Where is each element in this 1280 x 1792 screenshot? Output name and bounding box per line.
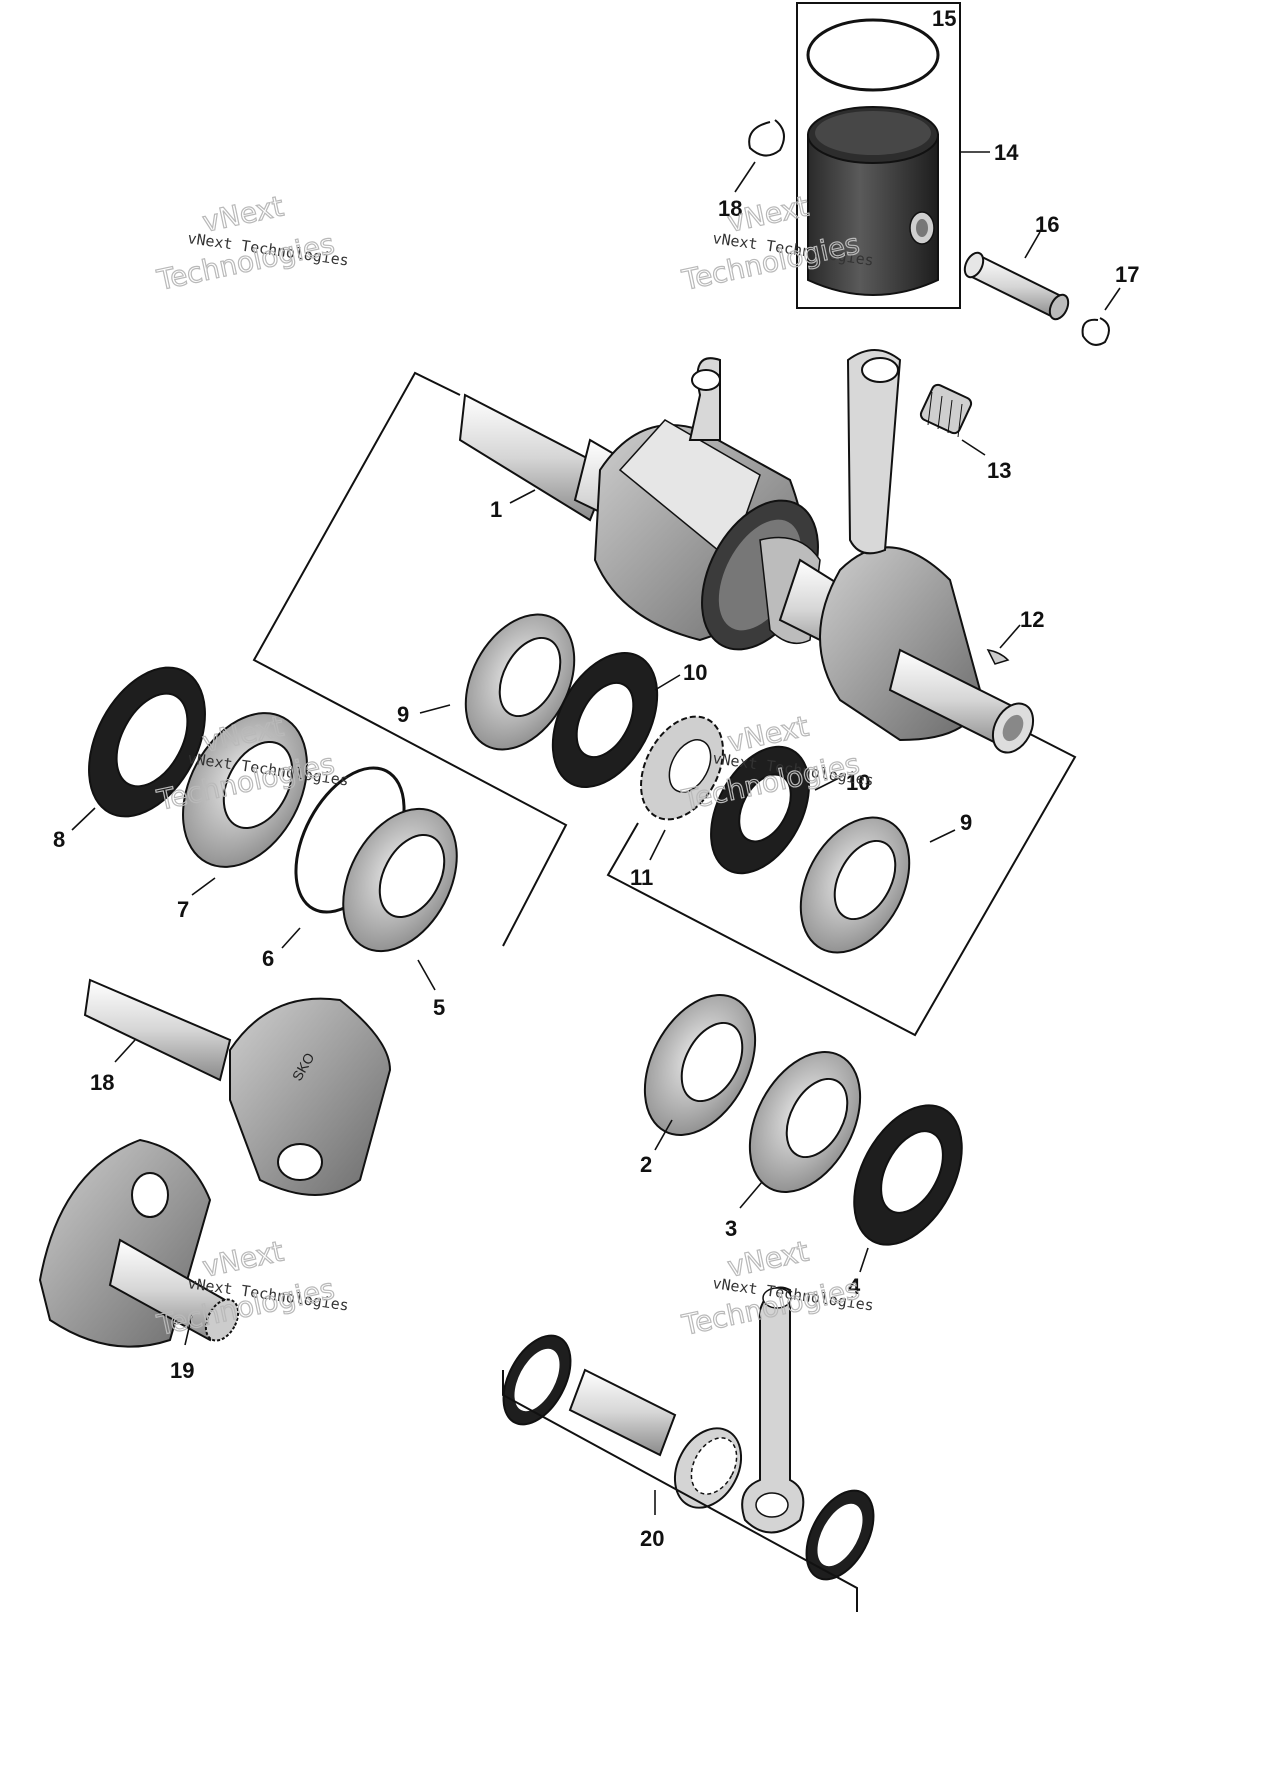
connecting-rod-kit xyxy=(502,1286,875,1612)
callout-19: 19 xyxy=(170,1358,194,1383)
circlip-small-left xyxy=(748,119,785,157)
svg-text:vNext: vNext xyxy=(725,1235,812,1284)
oil-seal-8 xyxy=(88,666,206,818)
woodruff-key xyxy=(986,649,1010,665)
crank-pin xyxy=(568,1368,677,1457)
leader-12 xyxy=(999,624,1021,649)
callout-5: 5 xyxy=(433,995,445,1020)
main-bearing-9-upper xyxy=(464,613,576,751)
piston-ring xyxy=(806,18,940,92)
watermark-6: vNext vNext Technologies Technologies xyxy=(678,1234,875,1343)
leader-19 xyxy=(184,1314,193,1346)
main-bearing-9-lower xyxy=(799,816,911,954)
callout-18-lower: 18 xyxy=(90,1070,114,1095)
drive-gear-11 xyxy=(640,715,724,821)
leader-3 xyxy=(739,1181,763,1209)
connecting-rod xyxy=(741,1286,805,1534)
leader-17 xyxy=(1104,287,1121,311)
leader-2 xyxy=(654,1119,673,1151)
callout-13: 13 xyxy=(987,458,1011,483)
callout-15: 15 xyxy=(932,6,956,31)
bearing-5 xyxy=(342,807,458,953)
callout-10-lower: 10 xyxy=(846,770,870,795)
needle-bearing-small xyxy=(919,383,973,438)
svg-text:vNext: vNext xyxy=(200,1235,287,1284)
svg-text:vNext: vNext xyxy=(200,190,287,239)
leader-9b xyxy=(929,829,956,843)
callout-3: 3 xyxy=(725,1216,737,1241)
callout-7: 7 xyxy=(177,897,189,922)
watermark-1: vNext vNext Technologies Technologies xyxy=(153,189,350,298)
leader-6 xyxy=(281,927,301,949)
leader-11 xyxy=(649,829,666,861)
leader-16 xyxy=(1024,231,1041,259)
leader-5 xyxy=(417,959,436,991)
callout-18-upper: 18 xyxy=(718,196,742,221)
leader-8 xyxy=(71,807,96,831)
leader-9a xyxy=(419,704,451,714)
callout-20: 20 xyxy=(640,1526,664,1551)
callout-12: 12 xyxy=(1020,607,1044,632)
piston-pin xyxy=(963,251,1070,321)
leader-18b xyxy=(114,1039,136,1063)
callout-10-upper: 10 xyxy=(683,660,707,685)
needle-bearing-large xyxy=(673,1427,743,1509)
bearing-3 xyxy=(748,1051,862,1193)
crankshaft-half-19 xyxy=(38,1138,240,1348)
circlip-small-right xyxy=(1081,317,1110,346)
leader-4 xyxy=(859,1247,869,1273)
callout-11: 11 xyxy=(630,865,653,890)
piston xyxy=(807,106,939,296)
rod-kit-bracket xyxy=(502,1370,858,1612)
bearing-2 xyxy=(643,994,757,1136)
oil-seal-10-upper xyxy=(551,652,659,788)
oil-seal-10-lower xyxy=(710,745,810,875)
crankshaft-assembly xyxy=(458,349,1035,754)
callout-17: 17 xyxy=(1115,262,1139,287)
callout-2: 2 xyxy=(640,1152,652,1177)
crankshaft-bracket-lower xyxy=(606,733,1077,1037)
crankshaft-half-18: SKO xyxy=(83,978,392,1196)
piston-kit-frame xyxy=(796,2,961,309)
leader-7 xyxy=(191,877,216,896)
callout-8: 8 xyxy=(53,827,65,852)
crankshaft-bracket-upper xyxy=(252,371,568,947)
thrust-washer-4 xyxy=(853,1104,963,1246)
callout-1: 1 xyxy=(490,497,502,522)
callout-9-upper: 9 xyxy=(397,702,409,727)
leader-13 xyxy=(961,439,986,456)
bearing-7 xyxy=(182,712,308,868)
leader-10b xyxy=(814,774,846,791)
leader-10a xyxy=(654,674,681,691)
leader-1 xyxy=(509,489,536,504)
callout-4: 4 xyxy=(848,1274,861,1299)
callout-14: 14 xyxy=(994,140,1019,165)
callout-6: 6 xyxy=(262,946,274,971)
callout-16: 16 xyxy=(1035,212,1059,237)
callout-9-lower: 9 xyxy=(960,810,972,835)
leader-18a xyxy=(734,161,756,193)
